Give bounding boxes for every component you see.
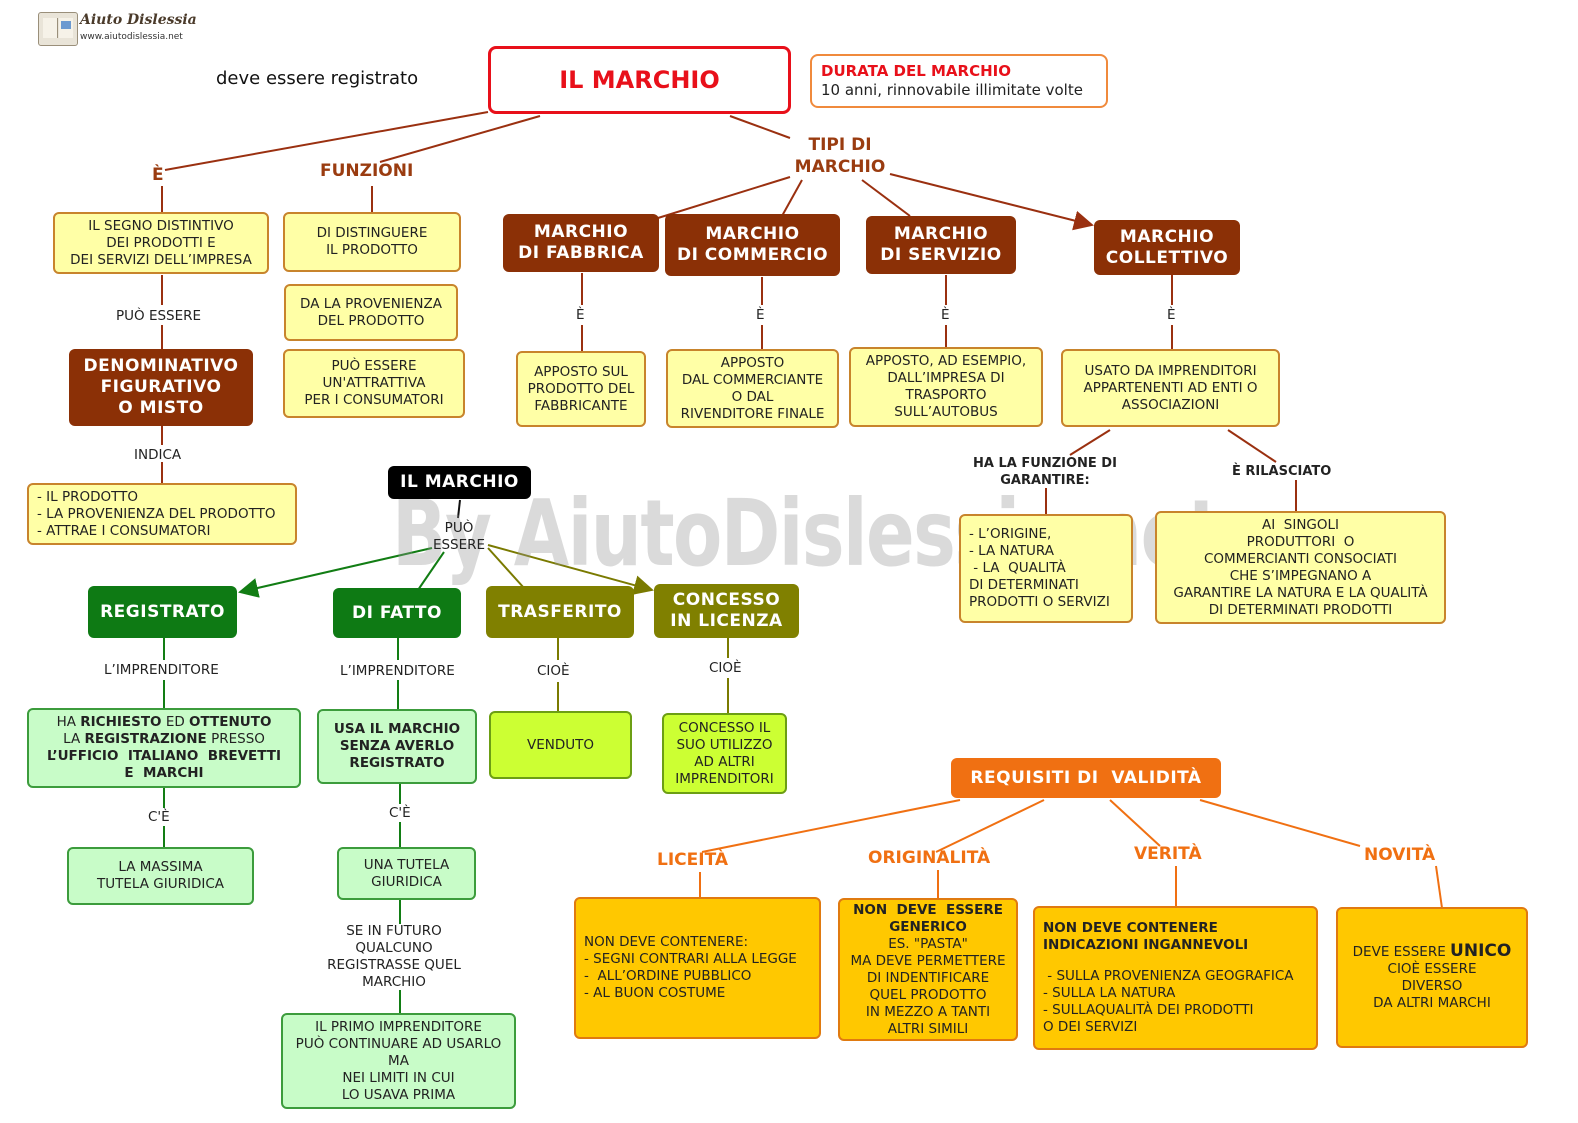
- label-puo-essere: PUÒ ESSERE: [116, 308, 202, 324]
- title-text: IL MARCHIO: [559, 66, 720, 94]
- trasferito-node: TRASFERITO: [486, 586, 634, 638]
- requisiti-node: REQUISITI DI VALIDITÀ: [951, 758, 1221, 798]
- label-e-collettivo: È: [1167, 307, 1176, 323]
- label-ce-2: C'È: [389, 805, 411, 821]
- top-note: deve essere registrato: [216, 68, 419, 89]
- label-verita: VERITÀ: [1134, 844, 1202, 864]
- label-cioe-2: CIOÈ: [709, 660, 742, 676]
- label-liceita: LICEITÀ: [657, 850, 729, 870]
- label-originalita: ORIGINALITÀ: [868, 848, 991, 868]
- marchio2-node: IL MARCHIO: [388, 466, 531, 499]
- indica-node: - IL PRODOTTO- LA PROVENIENZA DEL PRODOT…: [27, 483, 297, 545]
- label-indica: INDICA: [134, 447, 182, 463]
- book-icon: [38, 12, 78, 46]
- difatto-node: DI FATTO: [333, 588, 461, 638]
- durata-title: DURATA DEL MARCHIO: [821, 62, 1011, 80]
- logo-name: Aiuto Dislessia: [80, 12, 197, 28]
- trasferito-desc: VENDUTO: [489, 711, 632, 779]
- label-e-servizio: È: [941, 307, 950, 323]
- label-imprenditore-1: L’IMPRENDITORE: [104, 662, 219, 678]
- label-imprenditore-2: L’IMPRENDITORE: [340, 663, 455, 679]
- label-rilasciato: È RILASCIATO: [1232, 464, 1332, 479]
- label-novita: NOVITÀ: [1364, 845, 1436, 865]
- logo-url: www.aiutodislessia.net: [80, 32, 183, 42]
- title-node: IL MARCHIO: [488, 46, 791, 114]
- durata-text: 10 anni, rinnovabile illimitate volte: [821, 81, 1083, 99]
- label-ce-1: C'È: [148, 809, 170, 825]
- label-e: È: [152, 165, 164, 185]
- label-cioe-1: CIOÈ: [537, 663, 570, 679]
- liceita-desc: NON DEVE CONTENERE:- SEGNI CONTRARI ALLA…: [574, 897, 821, 1039]
- registrato-desc: HA RICHIESTO ED OTTENUTO LA REGISTRAZION…: [27, 708, 301, 788]
- label-e-commercio: È: [756, 307, 765, 323]
- durata-node: DURATA DEL MARCHIO 10 anni, rinnovabile …: [810, 54, 1108, 108]
- registrato-node: REGISTRATO: [88, 586, 237, 638]
- label-e-fabbrica: È: [576, 307, 585, 323]
- logo[interactable]: Aiuto Dislessia www.aiutodislessia.net: [38, 12, 198, 46]
- label-funzioni: FUNZIONI: [320, 161, 414, 181]
